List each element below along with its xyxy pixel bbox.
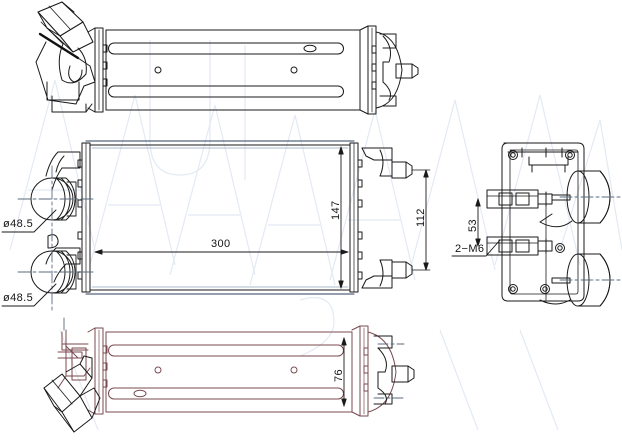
right-side-view [486,142,622,307]
bottom-view [43,315,415,433]
dim-147 [338,146,344,289]
top-view-right-endcap [359,25,419,115]
leader-2-m6 [451,239,501,257]
side-view-upper-port [539,170,611,228]
dim-label-port-spacing: 112 [415,208,427,227]
dim-label-core-width: 300 [211,238,231,250]
dim-label-core-height: 147 [330,200,342,220]
dim-label-core-depth: 76 [333,368,345,382]
dim-53 [475,198,481,247]
top-view-core [105,29,361,111]
bottom-view-core [105,331,353,413]
bottom-view-outlet-port [43,355,101,433]
dim-112 [411,169,431,271]
dimension-lines [1,146,501,407]
side-view-housing [501,142,585,302]
side-view-centerlines [559,196,622,281]
dim-76 [341,337,347,407]
dim-label-diameter-lower: ø48.5 [3,292,34,304]
side-view-lower-mount [486,205,553,301]
front-view-right-tank [349,142,413,293]
dim-label-mount-spacing: 53 [467,218,479,232]
leader-diameter-lower [1,283,57,307]
front-view [17,140,413,313]
side-view-upper-mount [486,189,553,209]
front-view-centerlines [17,165,97,313]
front-view-core [85,140,355,295]
front-view-left-tank [45,142,91,293]
top-view-inlet-port [35,1,96,113]
top-view [35,1,419,115]
bottom-view-left-bracket [57,315,91,389]
leader-diameter-upper [1,209,57,233]
top-view-left-tank [87,27,108,113]
dim-label-thread-callout: 2−M6 [455,243,485,255]
bottom-view-left-tank [87,327,108,415]
bottom-view-right-endcap [351,325,415,417]
dim-300 [94,249,349,255]
dim-label-diameter-upper: ø48.5 [3,218,34,230]
